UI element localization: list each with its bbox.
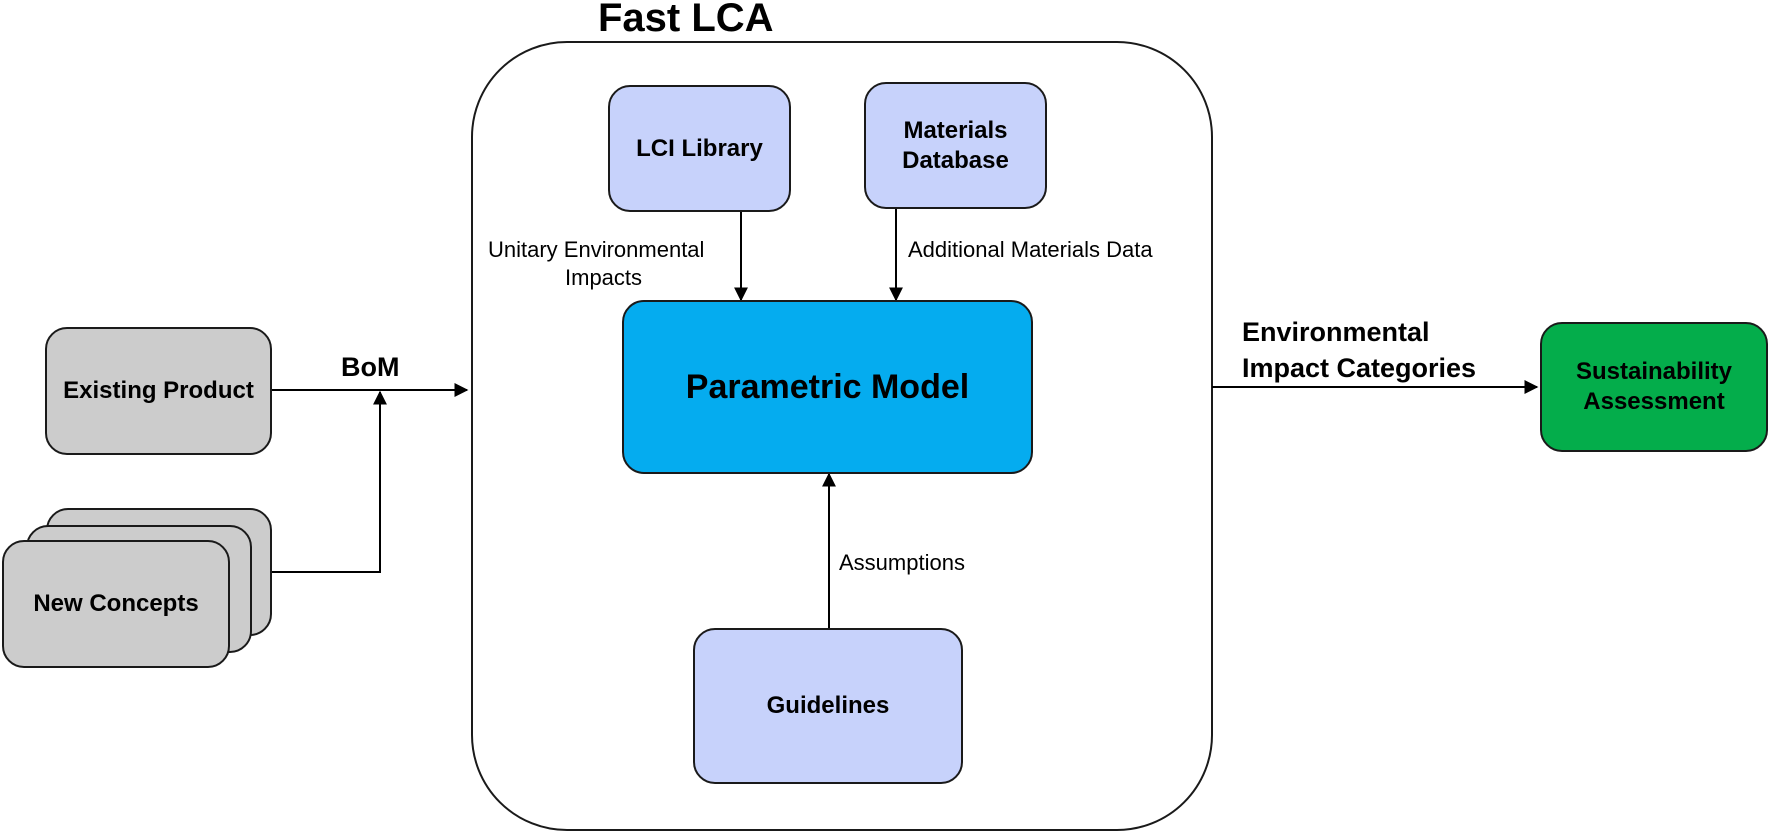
parametric-model-node: Parametric Model [622,300,1033,474]
new-concepts-node: New Concepts [2,540,230,668]
existing-product-label: Existing Product [63,377,254,404]
new-concepts-connector [272,390,387,573]
fast-lca-title: Fast LCA [598,0,774,40]
lci-library-label: LCI Library [636,134,763,162]
assumptions-edge-label: Assumptions [839,550,965,575]
sustainability-assessment-label: Sustainability Assessment [1575,358,1733,415]
unitary-impacts-edge-label-line2: Impacts [565,265,643,290]
existing-product-node: Existing Product [45,327,272,455]
parametric-model-label: Parametric Model [685,368,970,406]
bom-edge-label: BoM [341,352,400,382]
guidelines-node: Guidelines [693,628,963,784]
additional-materials-data-edge-label: Additional Materials Data [908,237,1153,262]
environmental-impact-edge-label-line2: Impact Categories [1242,353,1477,383]
materials-database-node: Materials Database [864,82,1047,209]
materials-database-label: Materials Database [902,116,1009,174]
unitary-impacts-edge-label-line1: Unitary Environmental [488,237,705,262]
sustainability-assessment-node: Sustainability Assessment [1540,322,1768,452]
environmental-impact-edge-label-line1: Environmental [1242,317,1430,347]
lci-library-node: LCI Library [608,85,791,212]
guidelines-label: Guidelines [766,692,890,719]
new-concepts-label: New Concepts [33,590,199,617]
